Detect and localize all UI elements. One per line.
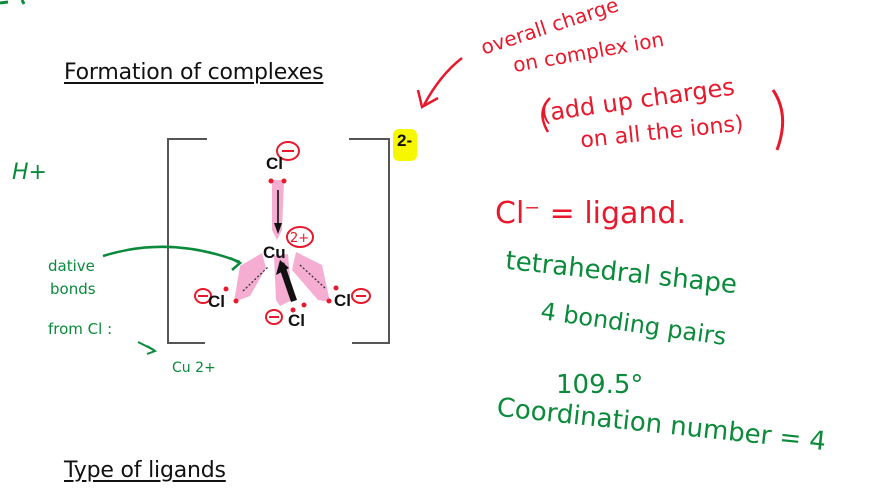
note-bond-angle: 109.5° [556,370,644,400]
ligand-cl-left: Cl [208,292,225,311]
heading-type-of-ligands: Type of ligands [64,458,226,483]
heading-formation-of-complexes: Formation of complexes [64,60,324,85]
bracket-icon [167,138,390,344]
annotation-cu-2plus: Cu 2+ [172,360,216,376]
overall-charge-badge: 2- [393,129,418,161]
ligand-cl-bottom: Cl [288,311,305,330]
annotation-dative-line-2: bonds [50,280,96,298]
note-ligand-definition: Cl⁻ = ligand. [495,196,687,231]
ligand-cl-top: Cl [266,154,283,173]
annotation-dative-line-1: dative [48,257,95,275]
central-atom-cu: Cu [263,243,286,262]
annotation-dative-line-3: from Cl : [48,320,113,338]
ligand-cl-right: Cl [334,291,351,310]
cu-charge-label: 2+ [290,231,309,246]
annotation-h-plus: H+ [12,160,47,185]
